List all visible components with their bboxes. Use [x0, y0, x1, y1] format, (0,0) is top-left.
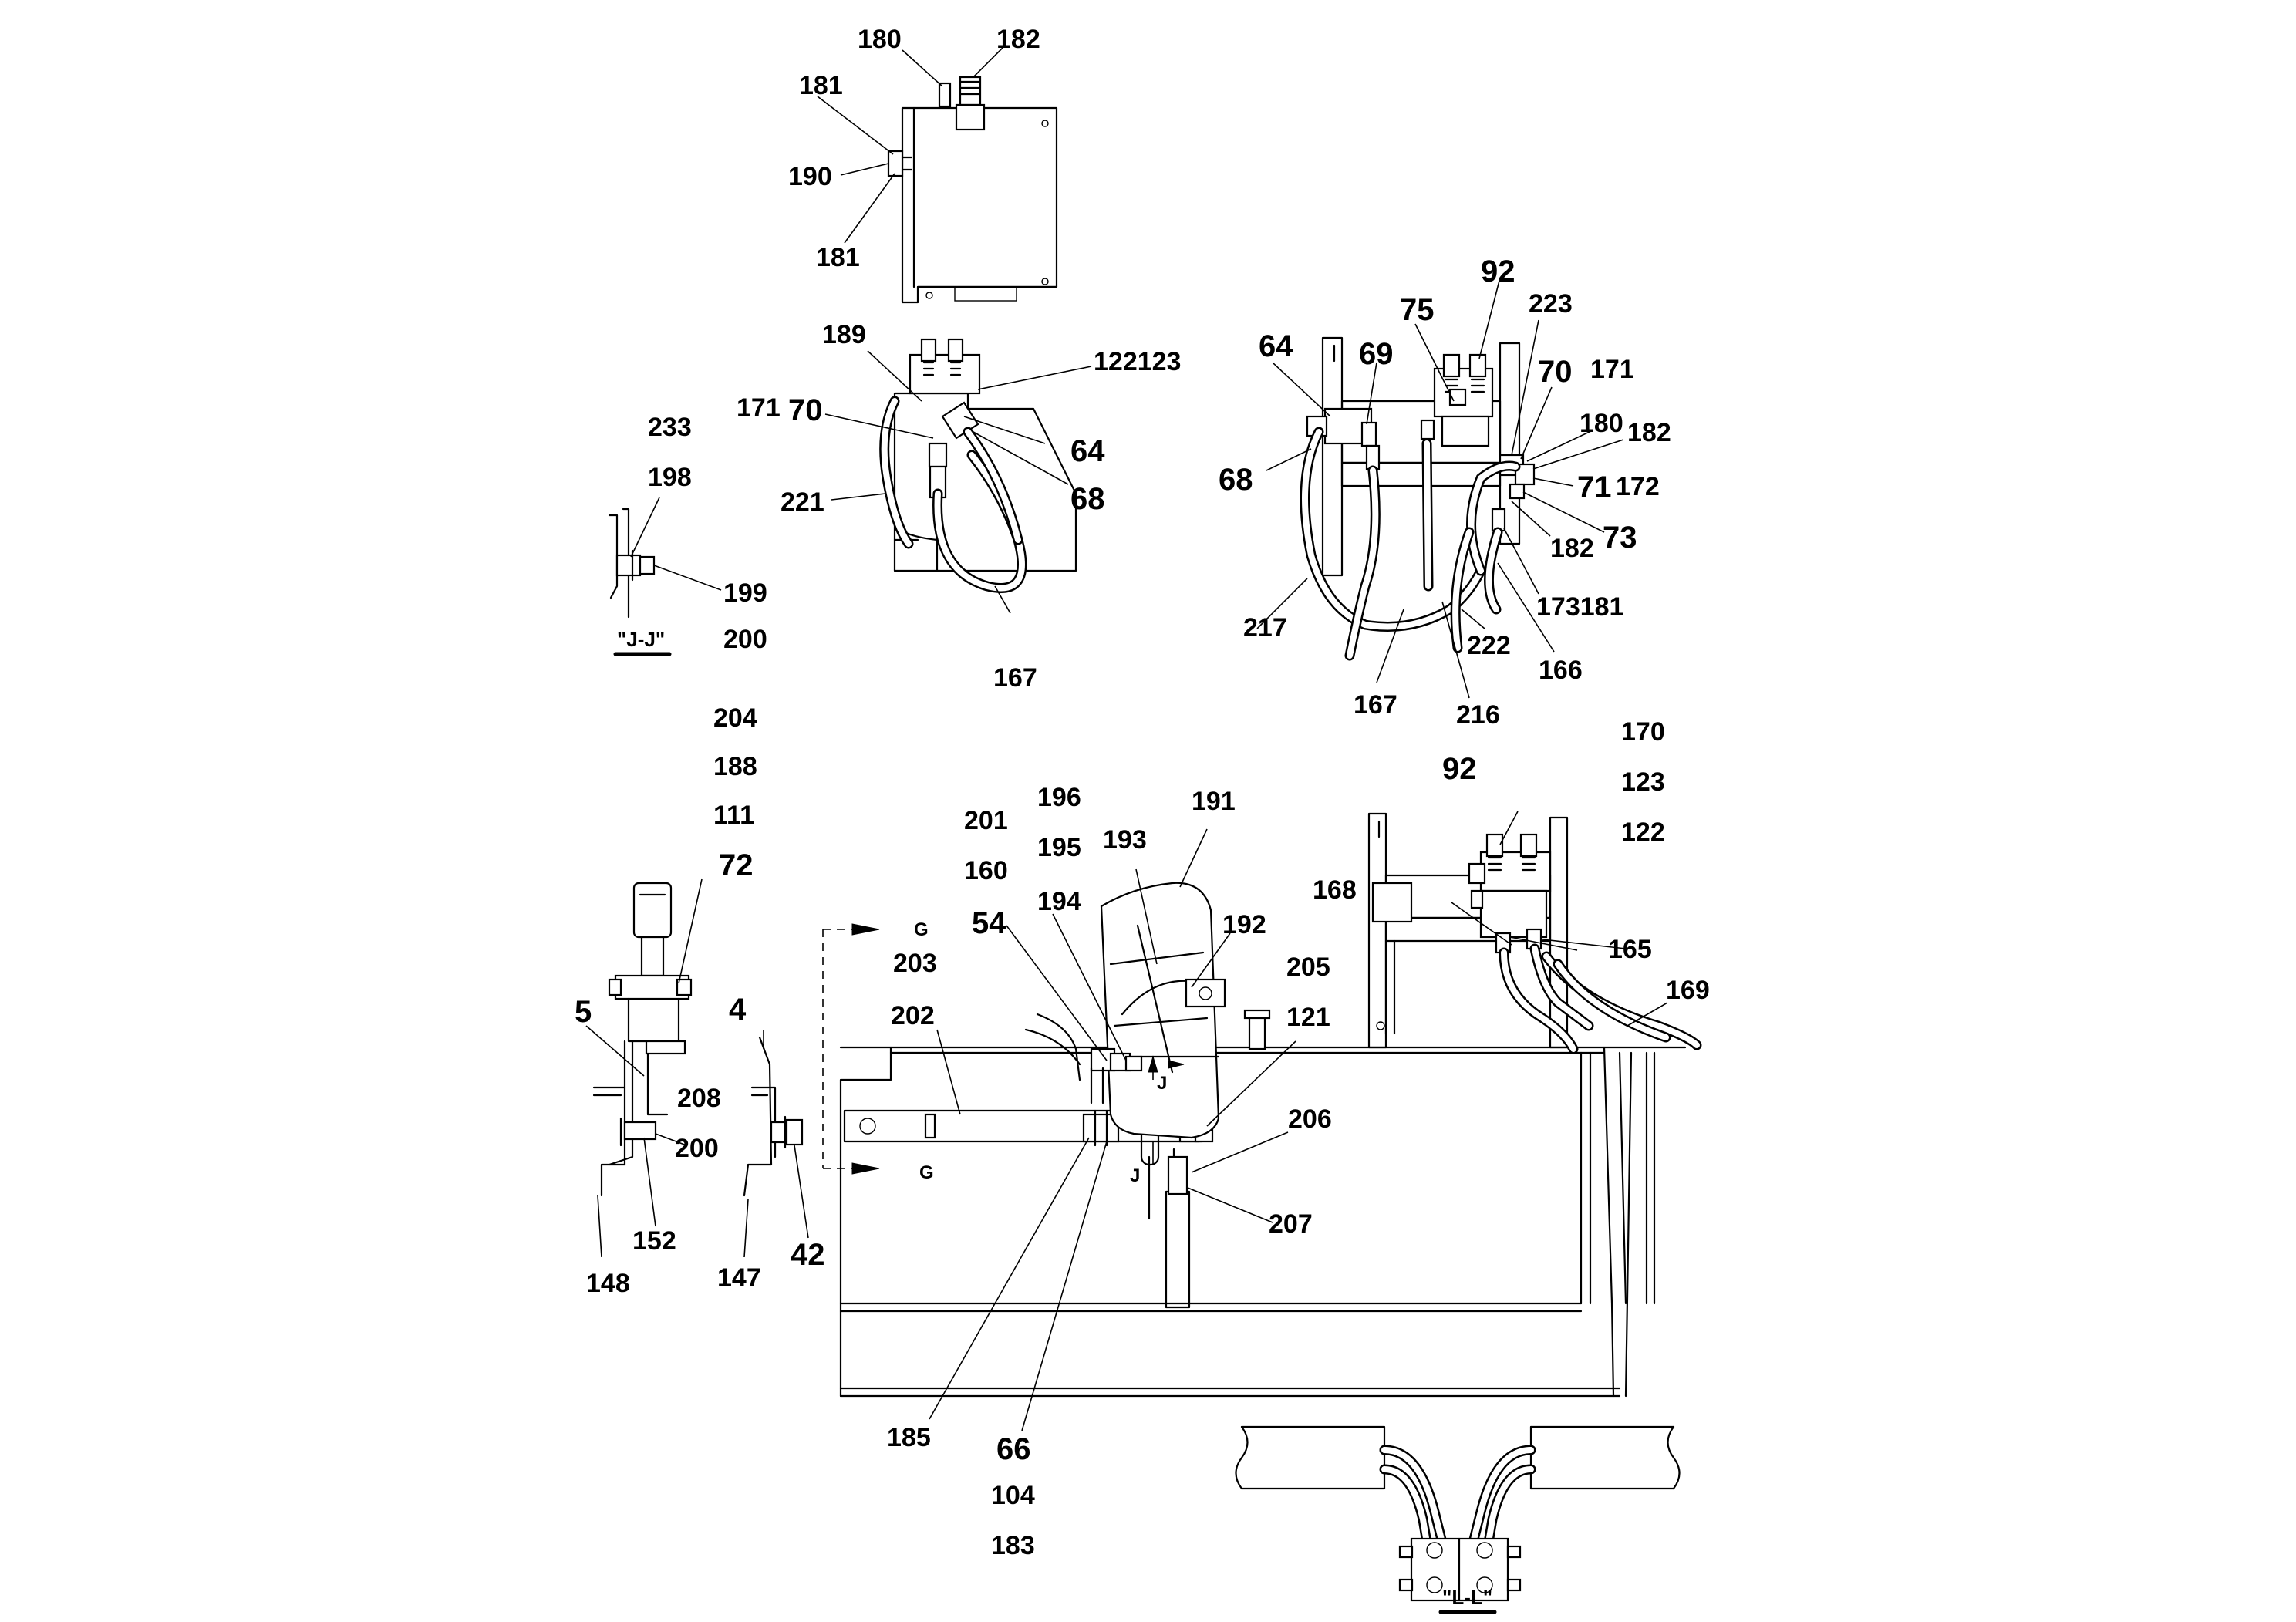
marker-j-bottom: J — [1130, 1165, 1140, 1186]
section-jj-view — [608, 508, 656, 619]
callout-labels: 180 182 181 190 181 189 122123 171 70 64… — [575, 25, 1710, 1560]
hydraulic-assembly-view — [1300, 336, 1536, 661]
callout-233: 233 — [648, 413, 692, 442]
callout-199: 199 — [723, 578, 767, 608]
callout-208: 208 — [677, 1084, 721, 1113]
callout-221: 221 — [781, 487, 824, 517]
callout-165: 165 — [1608, 935, 1652, 964]
callout-198: 198 — [648, 463, 692, 492]
callout-172: 172 — [1616, 472, 1660, 501]
callout-207: 207 — [1269, 1209, 1313, 1239]
callout-206: 206 — [1288, 1104, 1332, 1134]
callout-73: 73 — [1603, 521, 1637, 555]
callout-191: 191 — [1192, 787, 1236, 816]
section-markers: G G J J "J-J" "L-L" — [613, 628, 1497, 1614]
callout-54: 54 — [972, 906, 1006, 940]
callout-64: 64 — [1070, 434, 1105, 468]
callout-70: 70 — [1538, 355, 1573, 389]
marker-g-top: G — [914, 919, 929, 940]
callout-201: 201 — [964, 806, 1008, 835]
callout-122123: 122123 — [1094, 347, 1181, 376]
callout-170: 170 — [1621, 717, 1665, 747]
callout-42: 42 — [791, 1238, 825, 1272]
callout-181: 181 — [816, 243, 860, 272]
callout-71: 71 — [1577, 470, 1612, 504]
callout-192: 192 — [1222, 910, 1266, 939]
marker-j-top: J — [1157, 1073, 1167, 1094]
callout-72: 72 — [719, 848, 754, 882]
callout-69: 69 — [1359, 337, 1394, 371]
callout-202: 202 — [891, 1001, 935, 1030]
callout-171: 171 — [1590, 355, 1634, 384]
callout-182: 182 — [1550, 534, 1594, 563]
callout-180: 180 — [1580, 409, 1623, 438]
callout-68: 68 — [1219, 463, 1253, 497]
valve-bracket-view — [879, 338, 1077, 593]
upper-bracket-view — [887, 76, 1058, 304]
callout-160: 160 — [964, 856, 1008, 885]
callout-196: 196 — [1037, 783, 1081, 812]
motor-mount-view — [592, 882, 804, 1197]
callout-70: 70 — [788, 393, 823, 427]
callout-111: 111 — [713, 801, 754, 830]
callout-66: 66 — [996, 1432, 1031, 1466]
callout-223: 223 — [1529, 289, 1573, 319]
lower-hydraulic-view — [1367, 812, 1702, 1054]
section-jj-title: "J-J" — [617, 628, 665, 651]
callout-173181: 173181 — [1536, 592, 1623, 622]
callout-152: 152 — [632, 1226, 676, 1256]
callout-194: 194 — [1037, 887, 1081, 916]
callout-147: 147 — [717, 1263, 761, 1293]
callout-123: 123 — [1621, 767, 1665, 797]
callout-203: 203 — [893, 949, 937, 978]
callout-182: 182 — [1627, 418, 1671, 447]
callout-92: 92 — [1442, 752, 1477, 786]
callout-4: 4 — [729, 993, 747, 1027]
callout-195: 195 — [1037, 833, 1081, 862]
callout-104: 104 — [991, 1481, 1035, 1510]
callout-200: 200 — [675, 1134, 719, 1163]
callout-185: 185 — [887, 1423, 931, 1452]
leader-lines — [585, 47, 1668, 1431]
callout-168: 168 — [1313, 875, 1357, 905]
callout-200: 200 — [723, 625, 767, 654]
callout-75: 75 — [1400, 293, 1435, 327]
callout-167: 167 — [1354, 690, 1397, 720]
callout-189: 189 — [822, 320, 866, 349]
callout-193: 193 — [1103, 825, 1147, 855]
callout-217: 217 — [1243, 613, 1287, 642]
callout-5: 5 — [575, 995, 592, 1029]
callout-181: 181 — [799, 71, 843, 100]
callout-92: 92 — [1481, 255, 1515, 288]
main-frame-view — [839, 1046, 1687, 1398]
callout-148: 148 — [586, 1269, 630, 1298]
callout-205: 205 — [1286, 953, 1330, 982]
callout-190: 190 — [788, 162, 832, 191]
callout-166: 166 — [1539, 656, 1583, 685]
callout-222: 222 — [1467, 631, 1511, 660]
callout-64: 64 — [1259, 329, 1293, 363]
callout-122: 122 — [1621, 818, 1665, 847]
section-ll-view — [1235, 1425, 1681, 1602]
callout-180: 180 — [858, 25, 902, 54]
callout-188: 188 — [713, 752, 757, 781]
callout-171: 171 — [737, 393, 781, 423]
callout-121: 121 — [1286, 1003, 1330, 1032]
section-g-markers — [822, 923, 1185, 1175]
callout-204: 204 — [713, 703, 757, 733]
marker-g-bottom: G — [919, 1162, 934, 1183]
callout-167: 167 — [993, 663, 1037, 693]
callout-169: 169 — [1666, 976, 1710, 1005]
callout-182: 182 — [996, 25, 1040, 54]
callout-183: 183 — [991, 1531, 1035, 1560]
motor-assembly-view — [1024, 882, 1271, 1139]
callout-216: 216 — [1456, 700, 1500, 730]
section-ll-title: "L-L" — [1442, 1586, 1492, 1609]
callout-68: 68 — [1070, 482, 1105, 516]
